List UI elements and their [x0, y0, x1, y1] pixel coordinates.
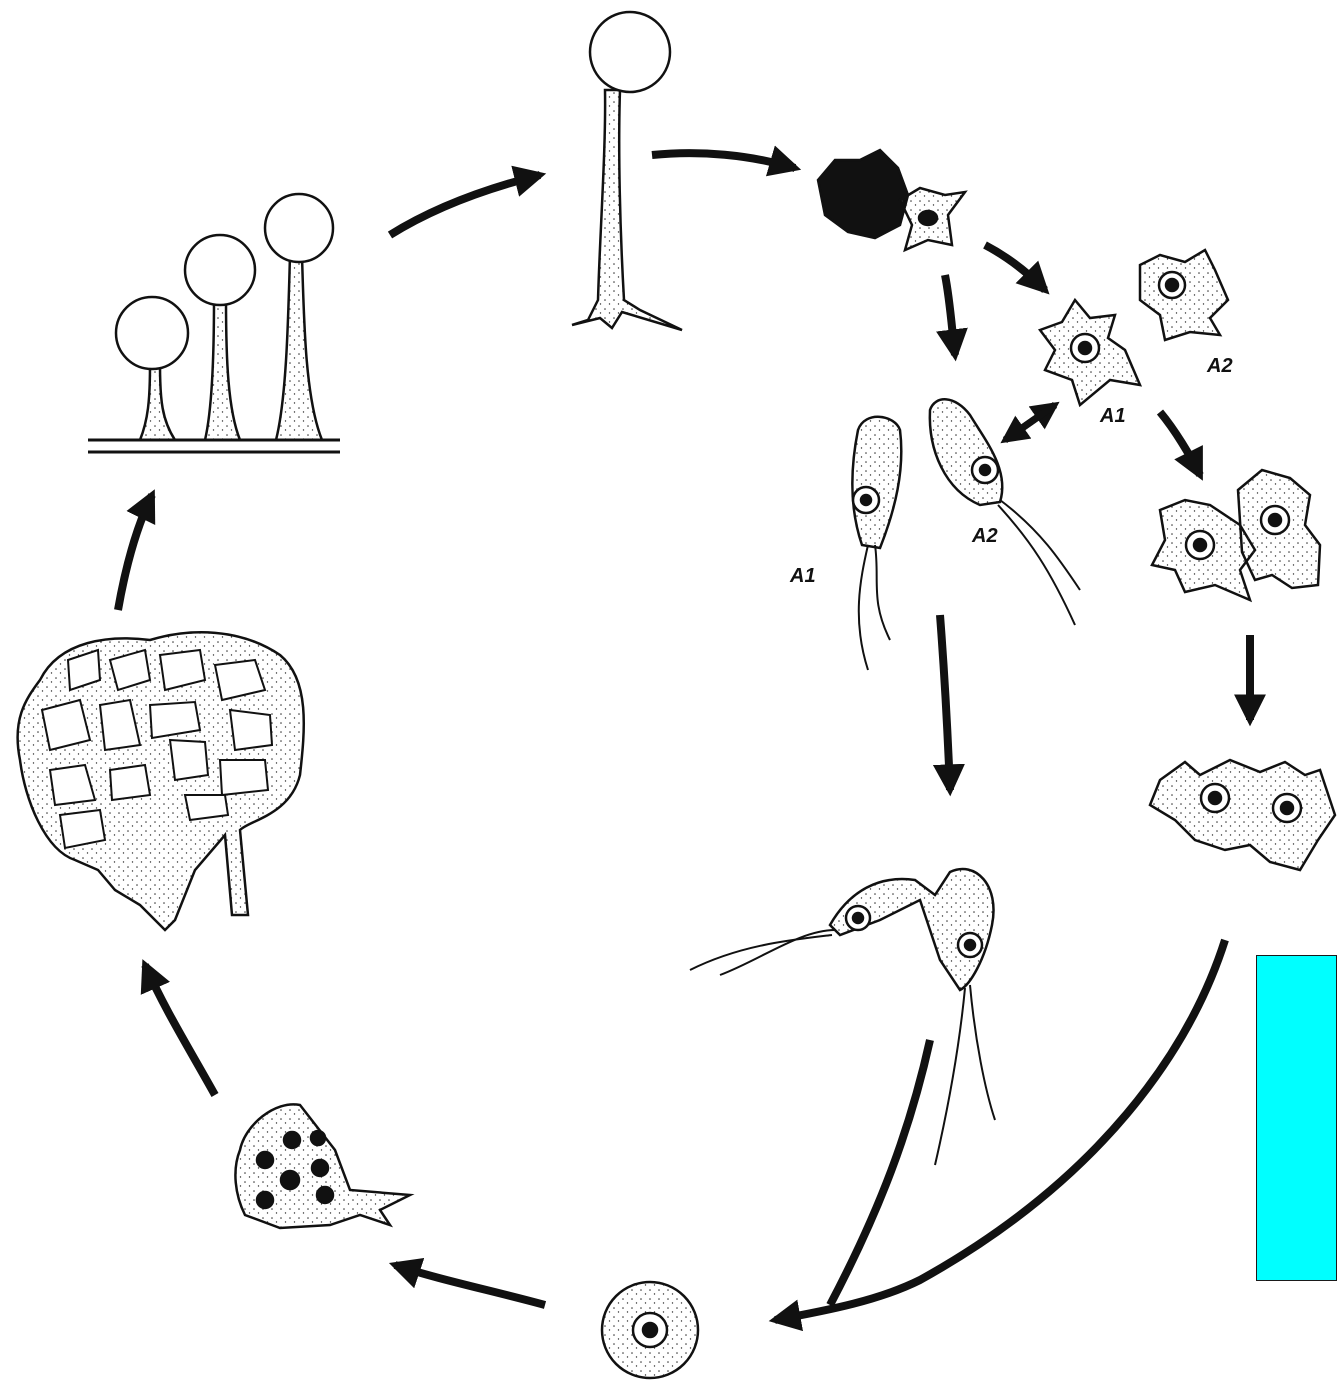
sporangia-cluster: [88, 194, 340, 452]
flagellate-a2: [930, 399, 1080, 625]
arrow-flagellate-to-fusing: [940, 615, 950, 790]
flagellates-fusing: [690, 869, 995, 1165]
amoeba-a2-top: [1140, 250, 1228, 340]
arrow-young-to-mature-plasmodium: [145, 965, 215, 1095]
arrow-flagellate-fusion-to-zygote: [830, 1040, 930, 1305]
double-arrow: [1005, 405, 1055, 440]
mature-plasmodium: [18, 632, 304, 930]
amoebae-pair-fusing: [1150, 760, 1335, 870]
arrow-spores-to-amoeba: [985, 245, 1045, 290]
arrow-sporangia-to-sporangium: [390, 175, 540, 235]
arrow-amoeba-fusion-to-zygote: [775, 940, 1225, 1320]
arrow-sporangium-to-spores: [652, 153, 795, 168]
cyan-cover-box: [1256, 955, 1337, 1281]
label-flagellate-a1: A1: [790, 565, 816, 588]
zygote: [602, 1282, 698, 1378]
label-flagellate-a2: A2: [972, 525, 998, 548]
mature-sporangium: [572, 12, 682, 330]
label-amoeba-a1: A1: [1100, 405, 1126, 428]
spore-germination: [818, 150, 965, 250]
label-amoeba-a2: A2: [1207, 355, 1233, 378]
arrow-plasmodium-to-sporangia: [118, 495, 152, 610]
amoebae-pair-upper: [1152, 470, 1320, 600]
amoeba-a1: [1040, 300, 1140, 405]
young-plasmodium: [235, 1104, 410, 1228]
arrow-zygote-to-young-plasmodium: [395, 1265, 545, 1305]
arrow-spores-to-flagellate: [945, 275, 955, 355]
flagellate-a1: [852, 417, 901, 670]
arrow-amoeba-to-pair: [1160, 412, 1200, 475]
